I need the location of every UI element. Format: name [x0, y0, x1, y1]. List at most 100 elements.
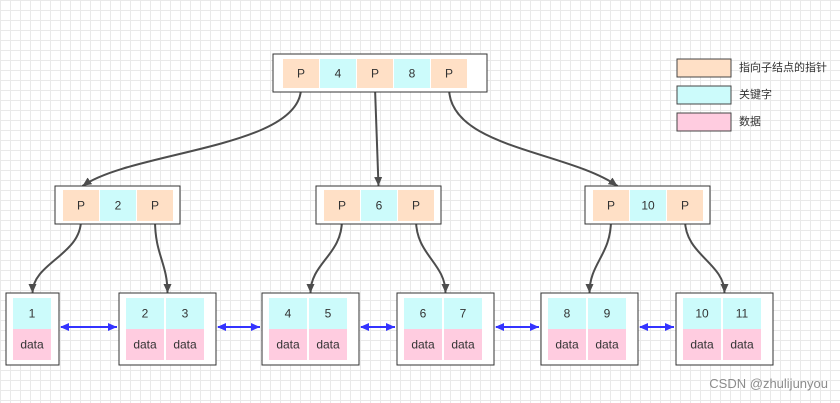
- leaf-key-cell: [548, 298, 586, 329]
- leaf-data-label: data: [173, 338, 197, 352]
- watermark: CSDN @zhulijunyou: [709, 376, 828, 391]
- internal-key-label: 10: [641, 199, 655, 213]
- leaf-key-label: 8: [564, 307, 571, 321]
- internal-pointer-label: P: [412, 199, 420, 213]
- internal-child-edge: [684, 219, 729, 294]
- internal-key-label: 6: [376, 199, 383, 213]
- root-child-edge: [374, 87, 383, 187]
- leaf-data-label: data: [690, 338, 714, 352]
- legend-label: 关键字: [739, 87, 772, 101]
- leaf-data-label: data: [730, 338, 754, 352]
- internal-pointer-cell: [593, 190, 629, 221]
- legend-item: 关键字: [676, 85, 772, 105]
- leaf-key-cell: [166, 298, 204, 329]
- internal-node: P 6 P: [315, 185, 442, 225]
- internal-pointer-label: P: [681, 199, 689, 213]
- leaf-key-label: 2: [142, 307, 149, 321]
- leaf-data-label: data: [595, 338, 619, 352]
- leaf-data-label: data: [555, 338, 579, 352]
- leaf-key-label: 4: [285, 307, 292, 321]
- leaf-data-cell: [588, 329, 626, 360]
- internal-child-edge: [28, 219, 82, 294]
- leaf-data-cell: [404, 329, 442, 360]
- leaf-key-label: 9: [604, 307, 611, 321]
- leaf-node: 10 data 11 data: [675, 292, 774, 366]
- root-pointer-label: P: [445, 67, 453, 81]
- leaf-key-cell: [588, 298, 626, 329]
- leaf-key-label: 11: [736, 307, 749, 321]
- internal-child-edge: [306, 219, 343, 294]
- internal-key-cell: [630, 190, 666, 221]
- leaf-data-label: data: [133, 338, 157, 352]
- internal-key-cell: [100, 190, 136, 221]
- root-pointer-cell: [357, 59, 393, 88]
- leaf-data-cell: [126, 329, 164, 360]
- root-key-cell: [394, 59, 430, 88]
- leaf-key-label: 3: [182, 307, 189, 321]
- leaf-data-cell: [13, 329, 51, 360]
- leaf-key-label: 5: [325, 307, 332, 321]
- leaf-data-label: data: [451, 338, 475, 352]
- internal-key-cell: [361, 190, 397, 221]
- internal-child-edge: [415, 219, 450, 294]
- internal-pointer-label: P: [151, 199, 159, 213]
- leaf-key-label: 6: [420, 307, 427, 321]
- legend-label: 数据: [739, 114, 761, 128]
- leaf-key-cell: [13, 298, 51, 329]
- internal-child-edge: [154, 219, 172, 294]
- root-child-edge: [448, 87, 619, 187]
- internal-node: P 2 P: [54, 185, 181, 225]
- leaf-key-cell: [404, 298, 442, 329]
- root-key-cell: [320, 59, 356, 88]
- root-key-label: 4: [335, 67, 342, 81]
- leaf-data-cell: [309, 329, 347, 360]
- leaf-data-label: data: [276, 338, 300, 352]
- root-pointer-label: P: [297, 67, 305, 81]
- leaf-node: 2 data 3 data: [118, 292, 217, 366]
- internal-key-label: 2: [115, 199, 122, 213]
- leaf-node: 6 data 7 data: [396, 292, 495, 366]
- leaf-key-cell: [444, 298, 482, 329]
- internal-pointer-label: P: [77, 199, 85, 213]
- internal-pointer-cell: [63, 190, 99, 221]
- leaf-data-cell: [269, 329, 307, 360]
- root-pointer-label: P: [371, 67, 379, 81]
- leaf-data-label: data: [316, 338, 340, 352]
- leaf-data-label: data: [20, 338, 44, 352]
- leaf-key-cell: [126, 298, 164, 329]
- internal-pointer-label: P: [607, 199, 615, 213]
- internal-child-edge: [585, 219, 612, 294]
- leaf-key-cell: [309, 298, 347, 329]
- leaf-node: 4 data 5 data: [261, 292, 360, 366]
- leaf-data-cell: [166, 329, 204, 360]
- internal-pointer-label: P: [338, 199, 346, 213]
- leaf-node: 8 data 9 data: [540, 292, 639, 366]
- root-pointer-cell: [431, 59, 467, 88]
- leaf-data-label: data: [411, 338, 435, 352]
- leaf-data-cell: [723, 329, 761, 360]
- root-pointer-cell: [283, 59, 319, 88]
- legend-swatch: [676, 85, 732, 105]
- leaf-key-cell: [683, 298, 721, 329]
- root-key-label: 8: [409, 67, 416, 81]
- leaf-key-label: 7: [460, 307, 467, 321]
- root-node: P 4 P 8 P: [272, 53, 488, 93]
- legend-swatch: [676, 58, 732, 78]
- leaf-key-cell: [723, 298, 761, 329]
- internal-pointer-cell: [324, 190, 360, 221]
- edges: [28, 87, 729, 294]
- leaf-key-label: 10: [695, 307, 709, 321]
- leaf-data-cell: [683, 329, 721, 360]
- legend-label: 指向子结点的指针: [739, 60, 827, 74]
- internal-pointer-cell: [137, 190, 173, 221]
- internal-pointer-cell: [667, 190, 703, 221]
- leaf-key-cell: [269, 298, 307, 329]
- legend-item: 数据: [676, 112, 761, 132]
- legend-swatch: [676, 112, 732, 132]
- legend-item: 指向子结点的指针: [676, 58, 827, 78]
- internal-node: P 10 P: [584, 185, 711, 225]
